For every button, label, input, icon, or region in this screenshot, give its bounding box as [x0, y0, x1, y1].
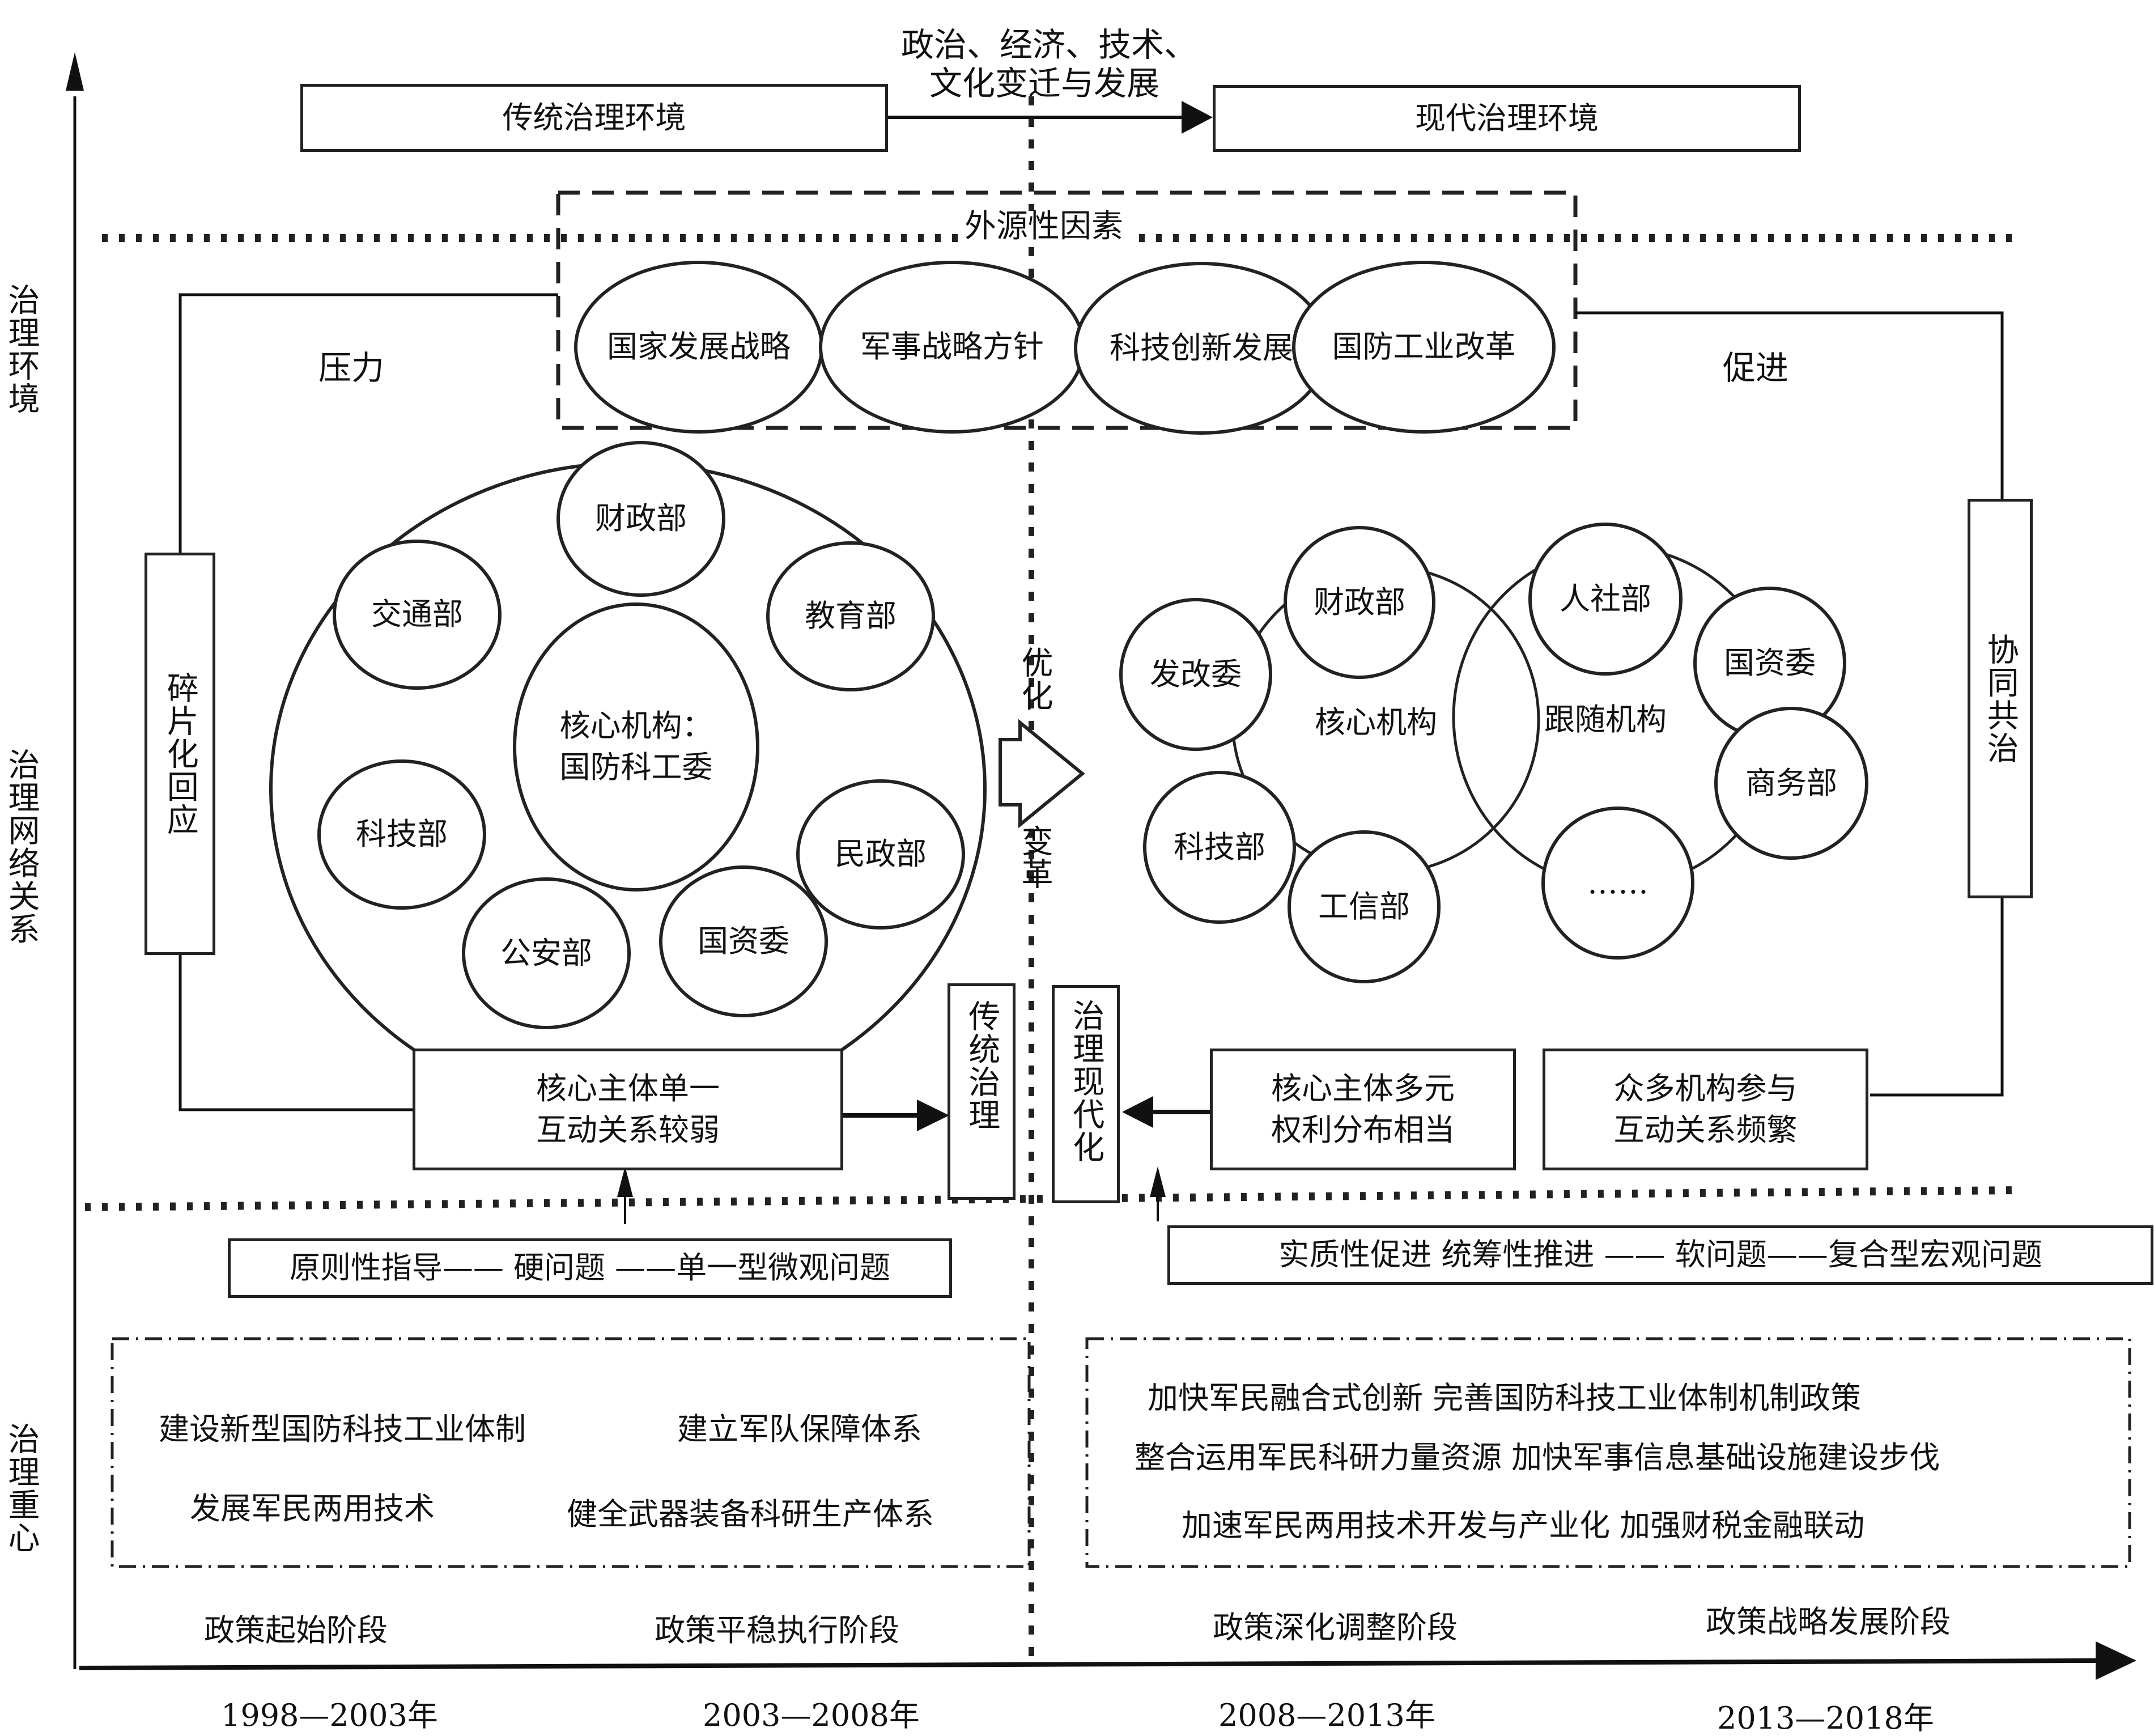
member-finance: 财政部 — [556, 441, 725, 597]
member-civil-affairs: 民政部 — [796, 779, 965, 929]
modern-feature-a-box: 核心主体多元权利分布相当 — [1210, 1049, 1516, 1170]
modern-member-ndrc: 发改委 — [1119, 598, 1272, 751]
modern-member-more: …… — [1541, 807, 1694, 960]
focus-early-2: 建立军队保障体系 — [677, 1411, 922, 1447]
focus-early-4: 健全武器装备科研生产体系 — [567, 1496, 934, 1532]
reform-label: 变革 — [1016, 825, 1053, 890]
fragmented-response-box: 碎片化回应 — [145, 553, 215, 955]
stage-3: 政策深化调整阶段 — [1213, 1610, 1458, 1645]
pressure-label: 压力 — [318, 349, 385, 387]
transform-block-arrow — [999, 719, 1085, 829]
y-label-focus: 治理重心 — [3, 1423, 40, 1554]
governance-modernization-box: 治理现代化 — [1052, 985, 1120, 1203]
member-education: 教育部 — [766, 541, 935, 691]
modern-feature-arrowhead — [1122, 1096, 1153, 1128]
focus-early-3: 发展军民两用技术 — [190, 1491, 435, 1526]
y-label-environment: 治理环境 — [3, 283, 40, 415]
traditional-governance-box: 传统治理 — [948, 983, 1016, 1200]
stage-1: 政策起始阶段 — [204, 1612, 388, 1648]
transition-arrowhead — [1182, 101, 1213, 134]
traditional-environment-box: 传统治理环境 — [300, 84, 888, 152]
period-3: 2008—2013年 — [1218, 1697, 1435, 1733]
member-public-security: 公安部 — [462, 877, 631, 1029]
modern-guidance-box: 实质性促进 统筹性推进 —— 软问题——复合型宏观问题 — [1167, 1225, 2153, 1285]
factor-defense-reform: 国防工业改革 — [1292, 261, 1556, 434]
modern-member-science-tech: 科技部 — [1143, 771, 1296, 924]
modern-guidance-arrowhead — [1150, 1166, 1166, 1197]
factor-national-strategy: 国家发展战略 — [574, 261, 823, 434]
focus-early-1: 建设新型国防科技工业体制 — [159, 1411, 526, 1447]
member-science-tech: 科技部 — [317, 759, 486, 910]
pressure-connector-lower — [179, 955, 414, 1111]
traditional-environment-label: 传统治理环境 — [502, 99, 686, 135]
member-sasac: 国资委 — [659, 865, 828, 1017]
x-axis-arrowhead — [2096, 1641, 2136, 1680]
follow-cluster-label: 跟随机构 — [1544, 702, 1667, 737]
stage-4: 政策战略发展阶段 — [1706, 1604, 1951, 1640]
modern-member-finance: 财政部 — [1284, 526, 1435, 679]
transition-caption-2: 文化变迁与发展 — [929, 64, 1160, 103]
exogenous-title: 外源性因素 — [958, 211, 1130, 243]
promotion-label: 促进 — [1723, 349, 1789, 387]
period-4: 2013—2018年 — [1717, 1700, 1934, 1736]
y-axis-arrowhead — [66, 52, 84, 91]
coordinated-governance-box: 协同共治 — [1968, 499, 2033, 898]
focus-box-late — [1085, 1337, 2131, 1568]
transition-caption-1: 政治、经济、技术、 — [901, 26, 1197, 64]
traditional-guidance-box: 原则性指导—— 硬问题 ——单一型微观问题 — [228, 1238, 952, 1298]
modern-feature-b-box: 众多机构参与互动关系频繁 — [1543, 1049, 1868, 1170]
member-transport: 交通部 — [333, 540, 502, 690]
modern-member-hrss: 人社部 — [1528, 523, 1683, 676]
period-1: 1998—2003年 — [221, 1697, 438, 1733]
focus-late-3: 加速军民两用技术开发与产业化 加强财税金融联动 — [1182, 1508, 1865, 1543]
y-label-network: 治理网络关系 — [3, 748, 40, 945]
focus-late-2: 整合运用军民科研力量资源 加快军事信息基础设施建设步伐 — [1135, 1440, 1940, 1475]
factor-military-strategy: 军事战略方针 — [819, 261, 1085, 434]
network-divider — [84, 1186, 2018, 1211]
exogenous-box — [556, 190, 1578, 430]
traditional-feature-box: 核心主体单一互动关系较弱 — [413, 1049, 843, 1170]
promotion-connector — [1575, 311, 2004, 499]
trad-feature-arrowhead — [917, 1100, 949, 1131]
trad-guidance-arrowhead — [617, 1166, 633, 1197]
focus-box-early — [111, 1337, 1031, 1568]
focus-late-1: 加快军民融合式创新 完善国防科技工业体制机制政策 — [1148, 1380, 1862, 1416]
modern-environment-label: 现代治理环境 — [1415, 100, 1599, 136]
promotion-connector-lower — [1870, 898, 2004, 1097]
modern-member-commerce: 商务部 — [1714, 707, 1868, 860]
period-2: 2003—2008年 — [703, 1697, 920, 1733]
pressure-connector — [179, 293, 558, 558]
modern-member-miit: 工信部 — [1288, 830, 1441, 983]
x-axis — [79, 1658, 2097, 1670]
factor-tech-innovation: 科技创新发展 — [1074, 262, 1329, 435]
optimize-label: 优化 — [1016, 646, 1053, 712]
core-agency-costind: 核心机构：国防科工委 — [513, 602, 759, 892]
stage-2: 政策平稳执行阶段 — [655, 1612, 899, 1648]
modern-environment-box: 现代治理环境 — [1213, 85, 1801, 152]
core-cluster-label: 核心机构 — [1315, 704, 1437, 740]
